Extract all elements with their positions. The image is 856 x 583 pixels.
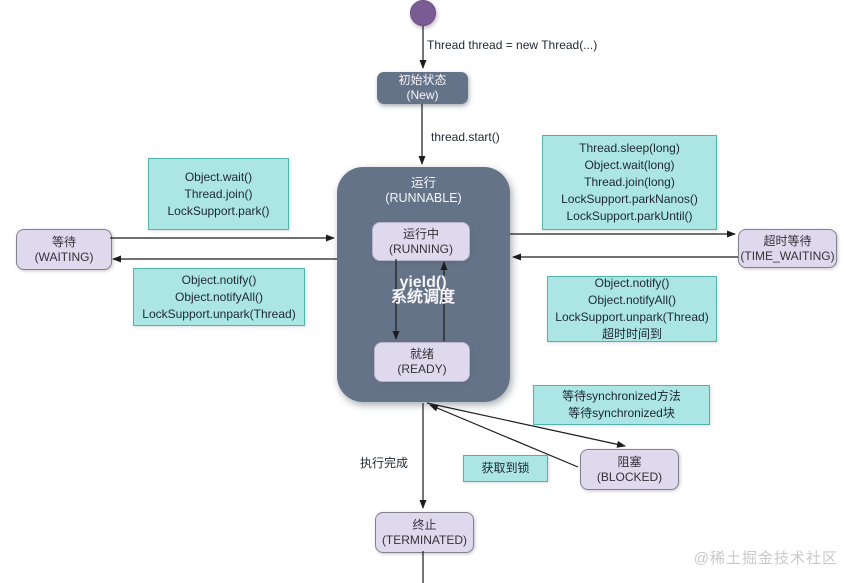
from-waiting-line2: Object.notifyAll(): [174, 289, 264, 304]
ready-title-en: (READY): [397, 362, 447, 376]
runnable-title-zh: 运行: [410, 176, 436, 190]
label-thread-start: thread.start(): [431, 130, 500, 144]
to-timed-line3: Thread.join(long): [584, 175, 675, 189]
to-blocked-line1: 等待synchronized方法: [562, 389, 681, 403]
blocked-title-zh: 阻塞: [617, 454, 642, 469]
blocked-title-en: (BLOCKED): [596, 469, 663, 484]
yield-label: yield() 系统调度: [358, 274, 488, 306]
from-waiting-line1: Object.notify(): [181, 272, 257, 287]
timed-waiting-title-zh: 超时等待: [763, 233, 812, 248]
node-timed-waiting: 超时等待 (TIME_WAITING): [738, 229, 837, 268]
to-blocked-line2: 等待synchronized块: [568, 406, 675, 420]
from-timed-line1: Object.notify(): [594, 276, 670, 290]
to-timed-line4: LockSupport.parkNanos(): [561, 192, 698, 206]
label-new-thread: Thread thread = new Thread(...): [427, 38, 598, 52]
label-box-from-waiting: Object.notify() Object.notifyAll() LockS…: [133, 268, 305, 326]
label-box-to-waiting: Object.wait() Thread.join() LockSupport.…: [148, 158, 289, 230]
runnable-title-en: (RUNNABLE): [385, 191, 462, 205]
terminated-title-zh: 终止: [412, 517, 437, 532]
yield-line1: yield(): [399, 274, 447, 291]
from-timed-line4: 超时时间到: [601, 327, 662, 341]
new-title-zh: 初始状态: [398, 73, 447, 87]
start-state-circle: [410, 0, 436, 26]
node-ready: 就绪 (READY): [374, 342, 470, 382]
runnable-title: 运行 (RUNNABLE): [337, 176, 510, 206]
label-box-from-blocked: 获取到锁: [463, 455, 548, 482]
to-timed-line1: Thread.sleep(long): [579, 141, 680, 155]
terminated-title-en: (TERMINATED): [381, 532, 468, 547]
to-waiting-line1: Object.wait(): [184, 169, 253, 184]
to-waiting-line3: LockSupport.park(): [167, 203, 270, 218]
to-timed-line2: Object.wait(long): [584, 158, 675, 172]
label-complete: 执行完成: [360, 456, 409, 470]
timed-waiting-title-en: (TIME_WAITING): [740, 248, 835, 263]
new-title-en: (New): [406, 88, 439, 102]
waiting-title-en: (WAITING): [34, 249, 94, 264]
node-waiting: 等待 (WAITING): [16, 229, 112, 270]
from-timed-line2: Object.notifyAll(): [587, 293, 677, 307]
yield-line2: 系统调度: [390, 289, 455, 306]
label-box-to-blocked: 等待synchronized方法 等待synchronized块: [533, 385, 710, 425]
from-timed-line3: LockSupport.unpark(Thread): [555, 310, 709, 324]
waiting-title-zh: 等待: [51, 234, 76, 249]
label-box-to-timed-waiting: Thread.sleep(long) Object.wait(long) Thr…: [542, 135, 717, 230]
from-waiting-line3: LockSupport.unpark(Thread): [142, 306, 296, 321]
to-timed-line5: LockSupport.parkUntil(): [566, 209, 693, 223]
from-blocked-line1: 获取到锁: [481, 461, 530, 475]
ready-title-zh: 就绪: [409, 347, 434, 361]
running-title-zh: 运行中: [402, 226, 439, 241]
node-running: 运行中 (RUNNING): [372, 222, 470, 261]
node-terminated: 终止 (TERMINATED): [375, 512, 474, 553]
watermark: @稀土掘金技术社区: [693, 550, 838, 567]
node-blocked: 阻塞 (BLOCKED): [580, 449, 679, 490]
node-new: 初始状态 (New): [377, 72, 468, 104]
to-waiting-line2: Thread.join(): [184, 186, 253, 201]
running-title-en: (RUNNING): [389, 241, 453, 256]
label-box-from-timed-waiting: Object.notify() Object.notifyAll() LockS…: [547, 276, 717, 342]
